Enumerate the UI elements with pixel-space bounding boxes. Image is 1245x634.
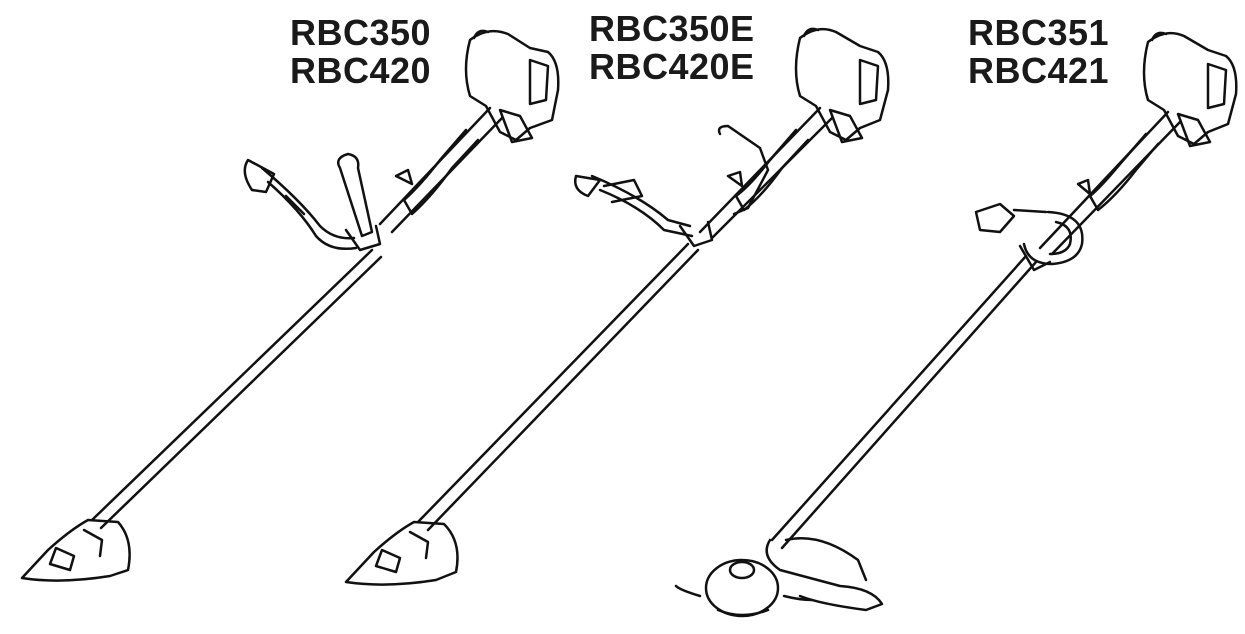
model-label-3: RBC351 RBC421	[968, 14, 1109, 90]
model-label-line: RBC421	[968, 50, 1110, 91]
model-label-line: RBC351	[968, 12, 1110, 53]
model-label-line: RBC350	[290, 12, 432, 53]
trimmer-1-bike-handle	[20, 29, 560, 582]
trimmer-3-loop-handle	[674, 31, 1238, 618]
model-label-1: RBC350 RBC420	[290, 14, 431, 90]
trimmer-2-bike-handle-e	[344, 27, 890, 586]
model-label-line: RBC420	[290, 50, 432, 91]
model-label-line: RBC420E	[589, 46, 755, 87]
model-label-line: RBC350E	[589, 8, 755, 49]
model-label-2: RBC350E RBC420E	[589, 10, 755, 86]
